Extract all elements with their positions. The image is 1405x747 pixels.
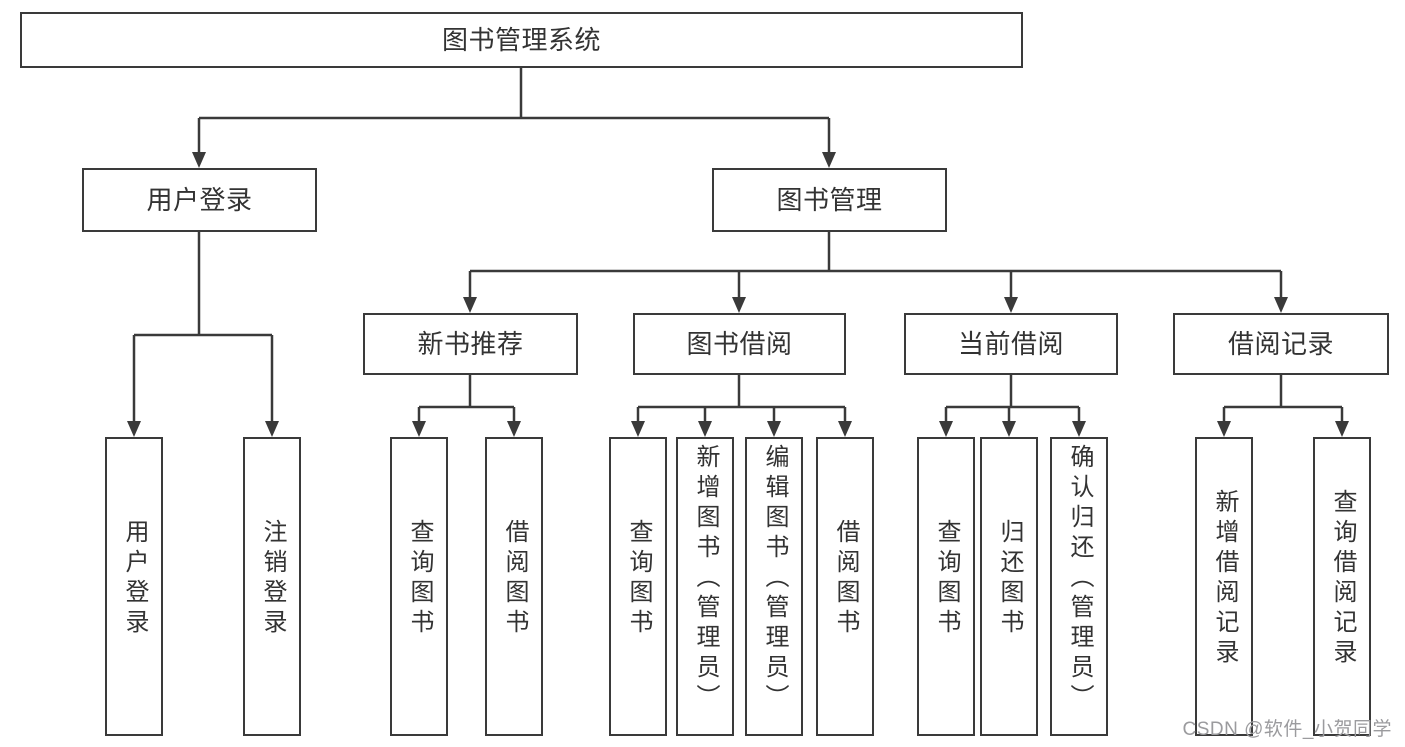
watermark-text: CSDN @软件_小贺同学	[1182, 719, 1392, 740]
node-label: 归还图书	[996, 518, 1023, 639]
leaf-borrow-borrow-books: 借阅图书	[816, 437, 874, 736]
leaf-user-login: 用户登录	[105, 437, 163, 736]
node-label: 新增图书（管理员）	[692, 443, 719, 714]
node-label: 图书管理系统	[441, 25, 601, 55]
node-label: 用户登录	[146, 185, 253, 215]
node-label: 借阅记录	[1227, 329, 1334, 359]
node-label: 图书管理	[776, 185, 883, 215]
leaf-records-query-borrow-record: 查询借阅记录	[1313, 437, 1371, 736]
leaf-current-confirm-return-admin: 确认归还（管理员）	[1050, 437, 1108, 736]
leaf-logout: 注销登录	[243, 437, 301, 736]
connector-lines	[132, 67, 1344, 422]
node-label: 借阅图书	[832, 518, 859, 639]
node-user-login: 用户登录	[82, 168, 317, 232]
leaf-records-add-borrow-record: 新增借阅记录	[1195, 437, 1253, 736]
node-label: 新增借阅记录	[1211, 488, 1238, 669]
node-label: 新书推荐	[417, 329, 524, 359]
node-label: 注销登录	[259, 518, 286, 639]
node-current-borrowing: 当前借阅	[904, 313, 1118, 375]
node-book-management: 图书管理	[712, 168, 947, 232]
node-label: 查询图书	[933, 518, 960, 639]
leaf-recommend-borrow-books: 借阅图书	[485, 437, 543, 736]
leaf-current-query-books: 查询图书	[917, 437, 975, 736]
node-label: 编辑图书（管理员）	[761, 443, 788, 714]
leaf-current-return-books: 归还图书	[980, 437, 1038, 736]
node-label: 图书借阅	[686, 329, 793, 359]
node-new-book-recommendation: 新书推荐	[363, 313, 578, 375]
leaf-recommend-query-books: 查询图书	[390, 437, 448, 736]
node-label: 当前借阅	[957, 329, 1064, 359]
node-label: 用户登录	[121, 518, 148, 639]
node-label: 确认归还（管理员）	[1066, 443, 1093, 714]
leaf-borrow-edit-books-admin: 编辑图书（管理员）	[745, 437, 803, 736]
node-book-borrowing: 图书借阅	[633, 313, 846, 375]
node-label: 借阅图书	[501, 518, 528, 639]
leaf-borrow-add-books-admin: 新增图书（管理员）	[676, 437, 734, 736]
node-label: 查询图书	[625, 518, 652, 639]
leaf-borrow-query-books: 查询图书	[609, 437, 667, 736]
node-label: 查询借阅记录	[1329, 488, 1356, 669]
node-label: 查询图书	[406, 518, 433, 639]
node-library-management-system: 图书管理系统	[20, 12, 1023, 68]
node-borrowing-records: 借阅记录	[1173, 313, 1389, 375]
